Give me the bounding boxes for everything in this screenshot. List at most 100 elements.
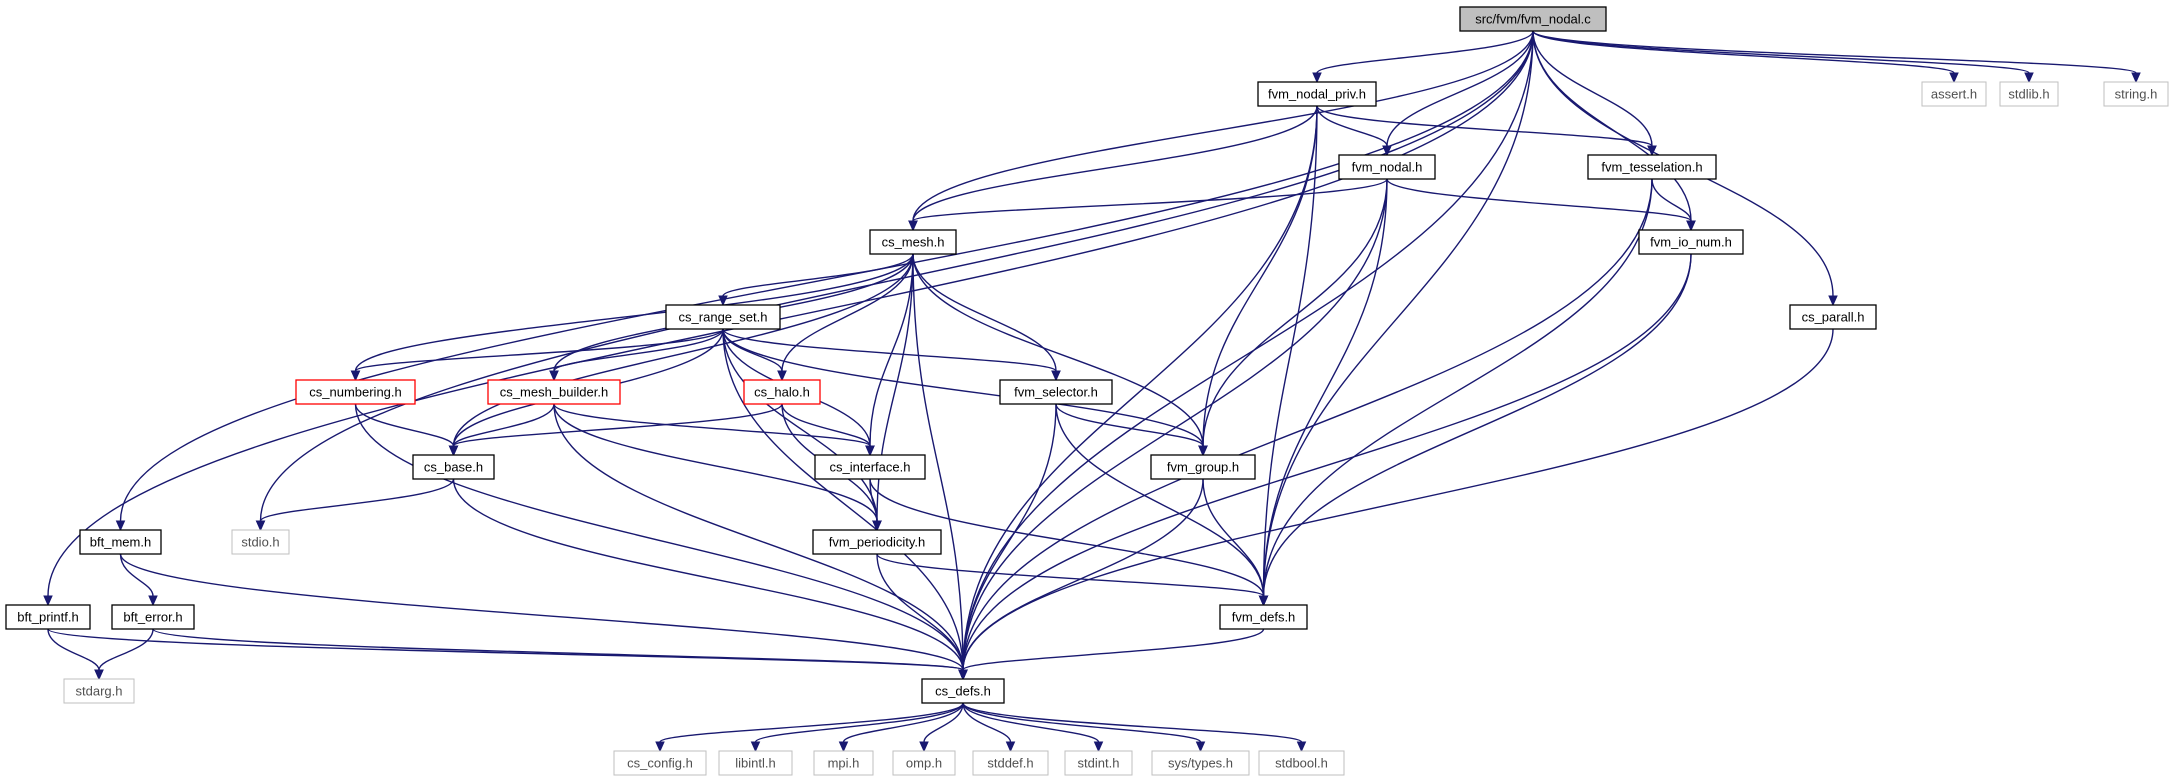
edge-fvm-nodal-h-to-fvm-group-h [1202,178,1388,447]
edge-cs-mesh-builder-h-to-fvm-periodicity-h [553,403,878,522]
node-label: src/fvm/fvm_nodal.c [1475,11,1591,26]
edge-cs-interface-h-to-fvm-periodicity-h [869,478,878,522]
node-label: sys/types.h [1168,755,1233,770]
edge-fvm-tesselation-h-to-fvm-defs-h [1262,178,1653,597]
arrowhead-stdio-h [255,520,266,532]
node-box [1150,454,1256,480]
node-cs-interface-h[interactable]: cs_interface.h [814,454,926,480]
edge-cs-defs-h-to-omp-h [923,702,964,743]
node-label: fvm_tesselation.h [1601,159,1702,174]
node-cs-mesh-h[interactable]: cs_mesh.h [869,229,957,255]
edge-cs-mesh-h-to-cs-numbering-h [354,253,914,372]
node-stdlib-h: stdlib.h [1999,81,2059,107]
edge-cs-defs-h-to-cs-config-h [659,702,964,743]
arrowhead-bft-printf-h [43,595,53,607]
node-cs-base-h[interactable]: cs_base.h [412,454,495,480]
edge-fvm-selector-h-to-cs-defs-h [962,403,1057,671]
node-label: stdint.h [1078,755,1120,770]
node-label: omp.h [906,755,942,770]
node-fvm-periodicity-h[interactable]: fvm_periodicity.h [812,529,942,555]
edge-fvm-nodal-h-to-fvm-io-num-h [1386,178,1692,222]
node-box [2103,81,2169,107]
node-box [1921,81,1987,107]
edge-cs-mesh-h-to-cs-base-h [452,253,914,447]
edge-src-fvm-fvm-nodal-c-to-bft-mem-h [119,30,1534,522]
node-fvm-selector-h[interactable]: fvm_selector.h [999,379,1113,405]
edge-bft-printf-h-to-cs-defs-h [47,628,964,671]
node-cs-parall-h[interactable]: cs_parall.h [1789,304,1877,330]
arrowhead-fvm-io-num-h [1686,220,1696,232]
edge-cs-mesh-builder-h-to-cs-base-h [452,403,555,447]
edge-cs-mesh-builder-h-to-cs-interface-h [553,403,871,447]
node-fvm-nodal-priv-h[interactable]: fvm_nodal_priv.h [1257,81,1377,107]
node-box [1151,750,1250,776]
node-cs-halo-h[interactable]: cs_halo.h [743,379,821,405]
arrowhead-cs-parall-h [1828,295,1838,307]
node-src-fvm-fvm-nodal-c[interactable]: src/fvm/fvm_nodal.c [1459,6,1607,32]
node-fvm-tesselation-h[interactable]: fvm_tesselation.h [1587,154,1717,180]
arrowhead-stdint-h [1093,741,1104,753]
edge-bft-mem-h-to-bft-error-h [119,553,154,597]
node-box [1338,154,1436,180]
edge-cs-mesh-h-to-fvm-selector-h [912,253,1057,372]
edge-fvm-nodal-priv-h-to-fvm-group-h [1202,105,1318,447]
node-box [1258,750,1345,776]
arrowhead-cs-defs-h [958,669,968,681]
arrowhead-fvm-tesselation-h [1647,145,1657,157]
edge-src-fvm-fvm-nodal-c-to-assert-h [1532,30,1955,74]
node-sys-types-h: sys/types.h [1151,750,1250,776]
node-label: cs_base.h [424,459,483,474]
node-label: fvm_group.h [1167,459,1239,474]
node-cs-defs-h[interactable]: cs_defs.h [921,678,1005,704]
arrowhead-sys-types-h [1195,741,1206,753]
node-label: cs_numbering.h [309,384,402,399]
node-label: stdarg.h [76,683,123,698]
node-fvm-nodal-h[interactable]: fvm_nodal.h [1338,154,1436,180]
node-fvm-defs-h[interactable]: fvm_defs.h [1219,604,1308,630]
edge-fvm-nodal-h-to-fvm-defs-h [1262,178,1388,597]
edge-cs-range-set-h-to-fvm-periodicity-h [722,328,878,522]
edge-bft-error-h-to-stdarg-h [98,628,154,671]
node-label: fvm_defs.h [1232,609,1296,624]
arrowhead-stdlib-h [2024,72,2034,84]
node-cs-numbering-h[interactable]: cs_numbering.h [295,379,416,405]
edge-cs-defs-h-to-libintl-h [754,702,964,743]
edge-fvm-io-num-h-to-cs-defs-h [962,253,1692,671]
arrowhead-cs-numbering-h [350,370,361,382]
arrowhead-cs-mesh-builder-h [549,370,559,382]
node-cs-mesh-builder-h[interactable]: cs_mesh_builder.h [487,379,621,405]
node-bft-error-h[interactable]: bft_error.h [111,604,195,630]
arrowhead-cs-halo-h [777,370,787,382]
edge-cs-mesh-h-to-cs-range-set-h [722,253,914,297]
edge-cs-numbering-h-to-cs-base-h [354,403,455,447]
edge-src-fvm-fvm-nodal-c-to-bft-printf-h [47,30,1534,597]
edge-cs-interface-h-to-fvm-defs-h [869,478,1265,597]
node-box [63,678,135,704]
node-bft-printf-h[interactable]: bft_printf.h [5,604,91,630]
arrowhead-fvm-group-h [1198,445,1208,457]
edge-cs-halo-h-to-cs-base-h [452,403,783,447]
arrowhead-bft-mem-h [115,520,126,532]
node-cs-range-set-h[interactable]: cs_range_set.h [665,304,781,330]
edge-cs-mesh-h-to-cs-defs-h [912,253,964,671]
edge-cs-mesh-h-to-fvm-group-h [912,253,1204,447]
node-fvm-io-num-h[interactable]: fvm_io_num.h [1638,229,1744,255]
edge-fvm-nodal-h-to-cs-mesh-h [912,178,1388,222]
node-libintl-h: libintl.h [718,750,793,776]
node-label: stdio.h [241,534,279,549]
arrowhead-cs-base-h [448,445,459,457]
node-box [487,379,621,405]
edge-fvm-tesselation-h-to-fvm-io-num-h [1651,178,1692,222]
edge-src-fvm-fvm-nodal-c-to-cs-defs-h [962,30,1534,671]
node-label: fvm_io_num.h [1650,234,1732,249]
node-box [1638,229,1744,255]
node-fvm-group-h[interactable]: fvm_group.h [1150,454,1256,480]
arrowhead-libintl-h [750,741,761,753]
node-label: libintl.h [735,755,775,770]
node-box [79,529,162,555]
arrowhead-stddef-h [1005,741,1016,753]
edge-cs-defs-h-to-sys-types-h [962,702,1202,743]
node-box [812,529,942,555]
edge-cs-range-set-h-to-fvm-group-h [722,328,1204,447]
node-bft-mem-h[interactable]: bft_mem.h [79,529,162,555]
